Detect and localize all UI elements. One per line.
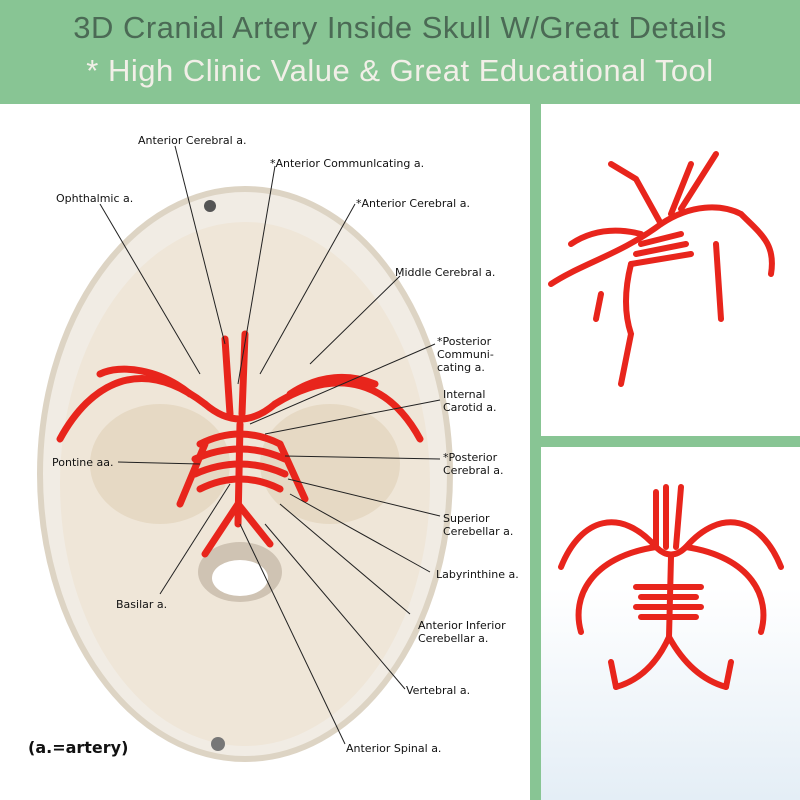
artery-model-photo-top: [558, 484, 784, 690]
label-ophthalmic: Ophthalmic a.: [56, 192, 134, 205]
artery-model: [56, 330, 424, 558]
leader-lines: [99, 145, 441, 745]
label-vertebral: Vertebral a.: [406, 684, 471, 697]
abbreviation-note: (a.=artery): [28, 738, 129, 757]
label-anterior-spinal: Anterior Spinal a.: [346, 742, 442, 755]
label-anterior-cerebral-2: *Anterior Cerebral a.: [356, 197, 470, 210]
label-anterior-communicating: *Anterior Communlcating a.: [270, 157, 425, 170]
page-title: 3D Cranial Artery Inside Skull W/Great D…: [73, 10, 727, 45]
label-superior-cerebellar: Superior Cerebellar a.: [443, 512, 514, 538]
label-labyrinthine: Labyrinthine a.: [436, 568, 519, 581]
label-basilar: Basilar a.: [116, 598, 168, 611]
label-posterior-cerebral: *Posterior Cerebral a.: [443, 451, 504, 477]
page-subtitle: * High Clinic Value & Great Educational …: [86, 53, 714, 88]
label-pontine: Pontine aa.: [52, 456, 114, 469]
label-anterior-inferior-cerebellar: Anterior Inferior Cerebellar a.: [418, 619, 506, 645]
skull-illustration: [37, 145, 453, 762]
artery-model-angled-view: [541, 104, 800, 436]
label-internal-carotid: Internal Carotid a.: [443, 388, 497, 414]
label-anterior-cerebral: Anterior Cerebral a.: [138, 134, 247, 147]
artery-model-photo-angled: [548, 151, 775, 387]
artery-model-top-view: [541, 447, 800, 800]
header-banner: 3D Cranial Artery Inside Skull W/Great D…: [0, 0, 800, 104]
skull-diagram-panel: Anterior Cerebral a. *Anterior Communlca…: [0, 104, 530, 800]
label-posterior-communicating: *Posterior Communi- cating a.: [437, 335, 494, 374]
label-middle-cerebral: Middle Cerebral a.: [395, 266, 496, 279]
